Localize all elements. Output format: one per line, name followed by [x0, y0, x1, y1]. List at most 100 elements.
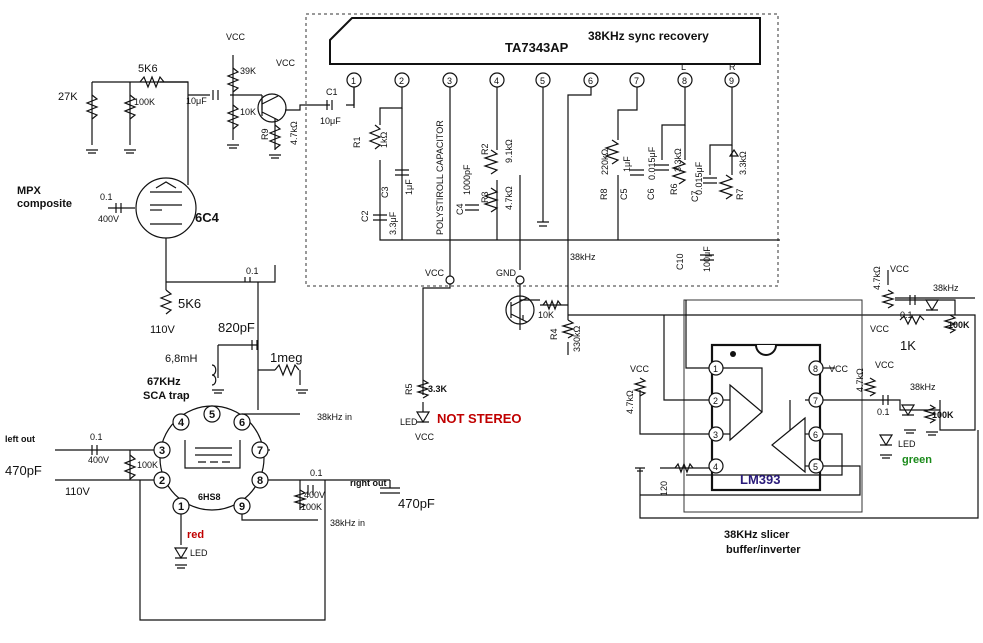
tube2-wiring [55, 413, 400, 621]
r-47k-lm-a-icon [632, 377, 648, 397]
slicer-title-1: 38KHz slicer [724, 529, 790, 541]
r1-label: R1 [352, 136, 362, 148]
c3-value: 1μF [404, 179, 414, 195]
r-120-icon [674, 462, 694, 474]
led-red-text: LED [190, 548, 208, 558]
r-10k-base-label: 10K [240, 107, 256, 117]
ic-component-labels: R1 1kΩ C3 1μF C2 3.3μF POLYSTIROLL CAPAC… [352, 120, 748, 272]
r3-value: 4.7kΩ [504, 186, 514, 210]
r-5k6-plate-label: 5K6 [178, 296, 201, 311]
ic-gnd-terminal [515, 275, 525, 285]
ic-38khz-label: 38kHz [570, 252, 596, 262]
pin-l-label: L [681, 62, 686, 72]
r8-label: R8 [599, 188, 609, 200]
left-out-label: left out [5, 434, 35, 444]
r-39k-label: 39K [240, 66, 256, 76]
transistor-q1 [257, 93, 287, 123]
tube-6hs8-pins: 2 3 4 5 6 7 8 1 9 [153, 405, 269, 515]
tube-6hs8-label: 6HS8 [198, 492, 221, 502]
tube-pin-5 [203, 405, 221, 423]
tube-pin-4 [172, 413, 190, 431]
ic-pin-label-4: 4 [494, 76, 499, 86]
c-01-h-label: 0.1 [877, 407, 890, 417]
r-47k-lm-a-label: 4.7kΩ [625, 390, 635, 414]
lm393-pin1-dot [730, 351, 736, 357]
transistor-q1-leads [261, 95, 279, 121]
tube-6c4-plate [155, 181, 177, 189]
r9-label: R9 [260, 128, 270, 140]
r7-label: R7 [735, 188, 745, 200]
r6-label: R6 [669, 183, 679, 195]
ic-pin-label-6: 6 [588, 76, 593, 86]
input-resistors [85, 67, 333, 315]
r-100k-left-label: 100K [137, 460, 158, 470]
not-stereo-led-icon [415, 411, 431, 424]
c-01-b-label: 0.1 [246, 266, 259, 276]
r-10k-q-label: 10K [538, 310, 554, 320]
vcc-lm-left-label: VCC [630, 364, 650, 374]
polystiroll-note: POLYSTIROLL CAPACITOR [435, 120, 445, 235]
r4-label: R4 [549, 328, 559, 340]
c1-value: 10μF [320, 116, 341, 126]
red-led-icon [173, 547, 189, 560]
c4-value: 1000pF [462, 164, 472, 195]
c3-label: C3 [380, 186, 390, 198]
tube-pin-label-7: 7 [257, 445, 263, 457]
ic-pins: 1 2 3 4 5 6 7 8 9 L R [346, 62, 740, 88]
tube-pin-label-5: 5 [209, 409, 215, 421]
lm-pin-label-1: 1 [713, 364, 718, 374]
r4-value: 330kΩ [572, 325, 582, 352]
sca-trap-label: SCA trap [143, 390, 190, 402]
c-01-g-label: 0.1 [900, 310, 913, 320]
vcc-lm-right-label: VCC [829, 364, 849, 374]
c-470pf-right-label: 470pF [398, 496, 435, 511]
right-out-label: right out [350, 478, 387, 488]
tube-pin-label-6: 6 [239, 417, 245, 429]
transistor-q2-leads [510, 297, 528, 323]
c7-label: C7 [690, 190, 700, 202]
r-47k-c-label: 4.7kΩ [855, 368, 865, 392]
lm-pin-label-8: 8 [813, 364, 818, 374]
r-1k-label: 1K [900, 338, 916, 353]
ic-vcc-label: VCC [425, 268, 445, 278]
lm393-module-border [683, 299, 863, 513]
in-38khz-a-label: 38kHz in [317, 412, 352, 422]
lm393-internal-wiring [723, 367, 809, 467]
c10-value: 100μF [702, 246, 712, 272]
comparator-b [771, 416, 806, 474]
lm-pin-label-5: 5 [813, 462, 818, 472]
r-1meg-label: 1meg [270, 350, 303, 365]
vcc-ns-label: VCC [415, 432, 435, 442]
r-100k-d-label: 100K [932, 410, 954, 420]
r-10k-q-icon [542, 299, 562, 311]
lm393-external-wiring [639, 297, 979, 519]
mpx-label: MPX [17, 185, 42, 197]
tube-pin-label-8: 8 [257, 475, 263, 487]
right-side-components [862, 270, 958, 459]
ground-symbols [86, 144, 281, 159]
vcc-mid-label: VCC [870, 324, 890, 334]
tube-6c4-elements [150, 191, 182, 225]
lm-pin-label-4: 4 [713, 462, 718, 472]
vcc-a-label: VCC [226, 32, 246, 42]
r8-value: 220kΩ [600, 148, 610, 175]
ic-pin-label-2: 2 [399, 76, 404, 86]
r1-value: 1kΩ [379, 131, 389, 148]
in-38khz-b-label: 38kHz in [330, 518, 365, 528]
sca-freq-label: 67KHz [147, 376, 181, 388]
vcc-b-label: VCC [276, 58, 296, 68]
c-400v-right-label: 400V [304, 490, 325, 500]
c5-value: 1μF [622, 156, 632, 172]
c6-label: C6 [646, 188, 656, 200]
c10-label: C10 [675, 253, 685, 270]
r-100k-right-label: 100K [301, 502, 322, 512]
tube-pin-label-4: 4 [178, 417, 185, 429]
c-470pf-left-label: 470pF [5, 463, 42, 478]
r3-label: R3 [480, 191, 490, 203]
tube-pin-label-9: 9 [239, 501, 245, 513]
ground-lm-icon [635, 467, 645, 472]
c-01-left-label: 0.1 [90, 432, 103, 442]
lm393-chip-body [710, 343, 822, 492]
ic-gnd-label: GND [496, 268, 517, 278]
c-01-right-label: 0.1 [310, 468, 323, 478]
